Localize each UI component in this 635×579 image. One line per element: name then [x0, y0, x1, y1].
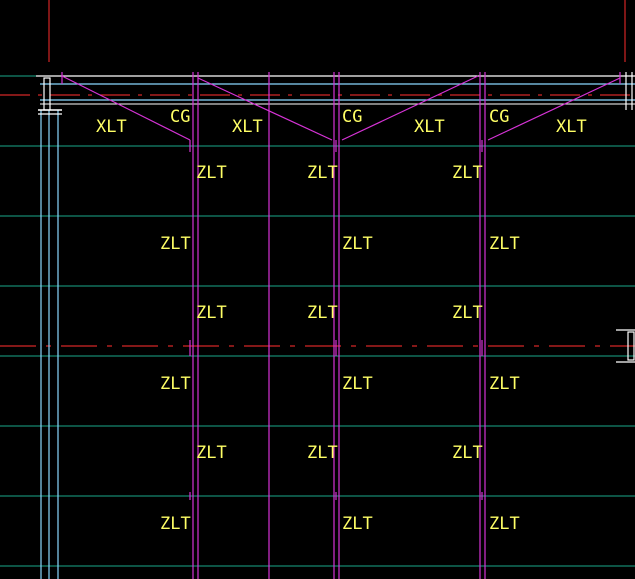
label-zlt: ZLT [160, 234, 191, 254]
label-cg: CG [342, 107, 362, 127]
column-ticks [189, 140, 483, 500]
label-zlt: ZLT [452, 443, 483, 463]
label-xlt: XLT [232, 117, 263, 137]
label-zlt: ZLT [452, 303, 483, 323]
label-zlt: ZLT [196, 163, 227, 183]
label-zlt: ZLT [196, 303, 227, 323]
label-zlt: ZLT [342, 234, 373, 254]
columns [192, 72, 486, 579]
label-zlt: ZLT [489, 514, 520, 534]
label-zlt: ZLT [160, 514, 191, 534]
label-zlt: ZLT [342, 374, 373, 394]
label-zlt: ZLT [307, 443, 338, 463]
label-zlt: ZLT [489, 374, 520, 394]
label-zlt: ZLT [342, 514, 373, 534]
label-xlt: XLT [96, 117, 127, 137]
top-beam [36, 75, 635, 115]
label-zlt: ZLT [307, 303, 338, 323]
right-bracket [616, 72, 635, 363]
labels: XLT CG XLT CG XLT CG XLT ZLT ZLT ZLT ZLT… [96, 107, 587, 534]
bracing [61, 72, 621, 141]
label-xlt: XLT [414, 117, 445, 137]
label-cg: CG [489, 107, 509, 127]
left-wall [40, 110, 59, 579]
label-xlt: XLT [556, 117, 587, 137]
label-cg: CG [170, 107, 190, 127]
label-zlt: ZLT [452, 163, 483, 183]
axis-lines [0, 0, 635, 347]
label-zlt: ZLT [307, 163, 338, 183]
label-zlt: ZLT [160, 374, 191, 394]
label-zlt: ZLT [489, 234, 520, 254]
label-zlt: ZLT [196, 443, 227, 463]
